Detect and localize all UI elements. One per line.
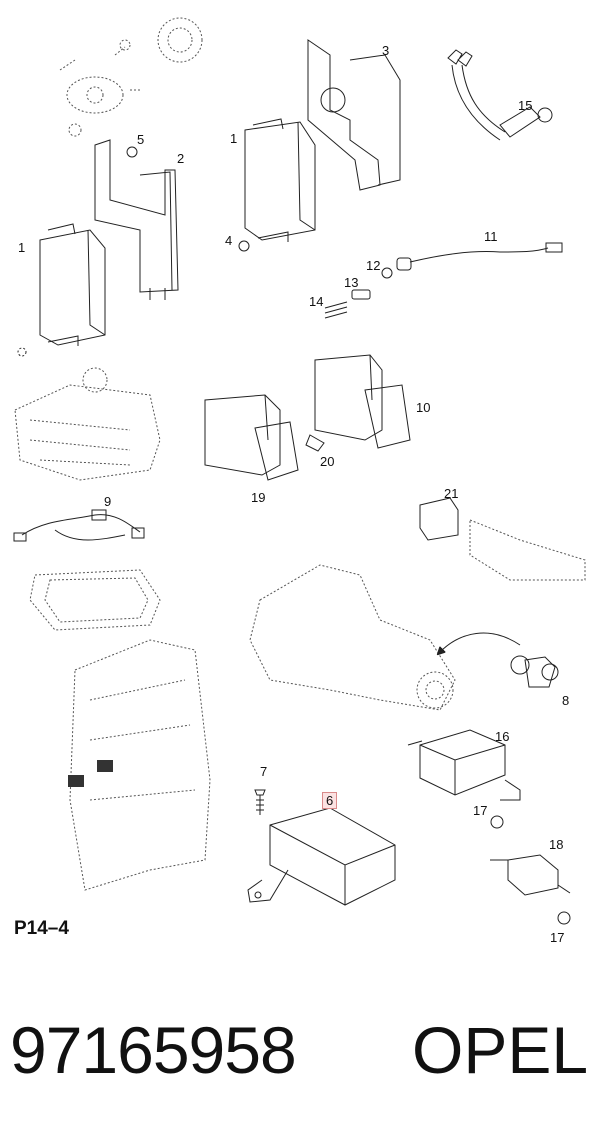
callout-label: 10 (416, 400, 431, 415)
sensor-8-drawing (511, 656, 558, 687)
callout-label: 7 (260, 764, 268, 779)
module-16-drawing (408, 730, 520, 800)
harness-9-drawing (14, 510, 144, 541)
nut-17a-drawing (491, 816, 503, 828)
parts-diagram (0, 0, 600, 960)
callout-label: 1 (230, 131, 238, 146)
bracket-drawing (95, 140, 178, 300)
part-number: 97165958 (10, 1013, 297, 1087)
module-6-drawing (248, 808, 395, 905)
callout-label-highlighted: 6 (322, 792, 338, 809)
callout-label: 17 (473, 803, 488, 818)
arrow-to-sensor-8 (440, 633, 520, 652)
oil-pan-drawing (30, 570, 160, 630)
brand-name: OPEL (412, 1013, 589, 1087)
screw-7-drawing (255, 790, 265, 815)
transfer-case-drawing (250, 565, 455, 710)
callout-label: 20 (320, 454, 335, 469)
switch-10-drawing (315, 355, 410, 448)
callout-label: 15 (518, 98, 533, 113)
callout-label: 12 (366, 258, 381, 273)
nut-17b-drawing (558, 912, 570, 924)
callout-label: 4 (225, 233, 233, 248)
callout-label: 11 (484, 229, 498, 244)
bracket-3-drawing (308, 40, 400, 190)
callout-label: 2 (177, 151, 185, 166)
relay-21-drawing (420, 498, 585, 580)
callout-label: 3 (382, 43, 390, 58)
callout-label: 9 (104, 494, 112, 509)
module-18-drawing (490, 855, 570, 895)
page-reference: P14–4 (14, 918, 69, 939)
callout-label: 14 (309, 294, 324, 309)
callout-label: 17 (550, 930, 565, 945)
valve-body-drawing (15, 368, 160, 480)
callout-label: 5 (137, 132, 145, 147)
control-unit-left-drawing (18, 224, 105, 356)
gasket-set-drawing (60, 18, 202, 136)
callout-label: 1 (18, 240, 26, 255)
switch-19-drawing (205, 395, 324, 480)
callout-label: 16 (495, 729, 510, 744)
callout-label: 8 (562, 693, 570, 708)
door-trim-drawing (68, 640, 210, 890)
callout-label: 21 (444, 486, 459, 501)
callout-label: 18 (549, 837, 564, 852)
control-unit-center-drawing (239, 119, 315, 251)
callout-label: 19 (251, 490, 266, 505)
harness-11-drawing (325, 243, 562, 318)
pressure-switch-drawing (448, 50, 552, 140)
callout-label: 13 (344, 275, 359, 290)
